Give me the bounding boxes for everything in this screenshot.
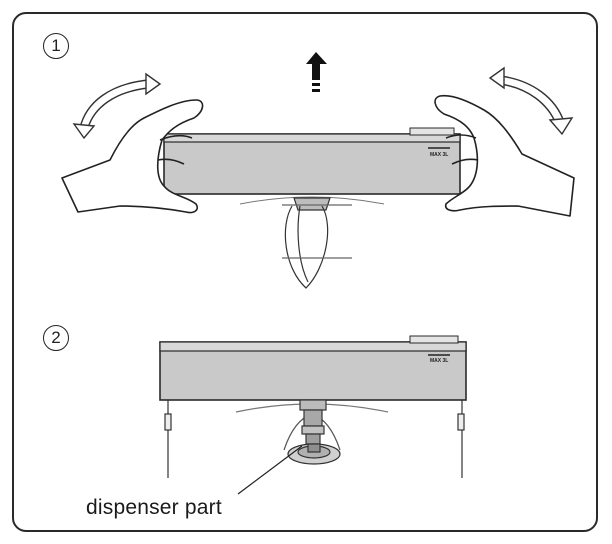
caption-leader-line <box>237 445 303 495</box>
lift-up-arrow <box>306 52 327 92</box>
max-level-label-1: MAX 3L <box>430 152 448 158</box>
water-tank-step2: MAX 3L <box>159 335 467 401</box>
left-hand <box>61 99 204 214</box>
diagram-frame <box>12 12 598 532</box>
right-hand <box>434 94 575 217</box>
dispenser-caption: dispenser part <box>86 496 222 519</box>
max-level-label-2: MAX 3L <box>430 358 448 364</box>
step-2-number: 2 <box>51 328 61 347</box>
dispenser-part <box>283 399 341 465</box>
step-1-marker: 1 <box>43 33 69 59</box>
step-2-marker: 2 <box>43 325 69 351</box>
dispenser-step1 <box>282 197 352 289</box>
rock-arrow-right <box>488 66 574 136</box>
step-1-number: 1 <box>51 36 61 55</box>
rock-arrow-left <box>72 72 162 140</box>
water-tank-step1: MAX 3L <box>163 127 461 205</box>
